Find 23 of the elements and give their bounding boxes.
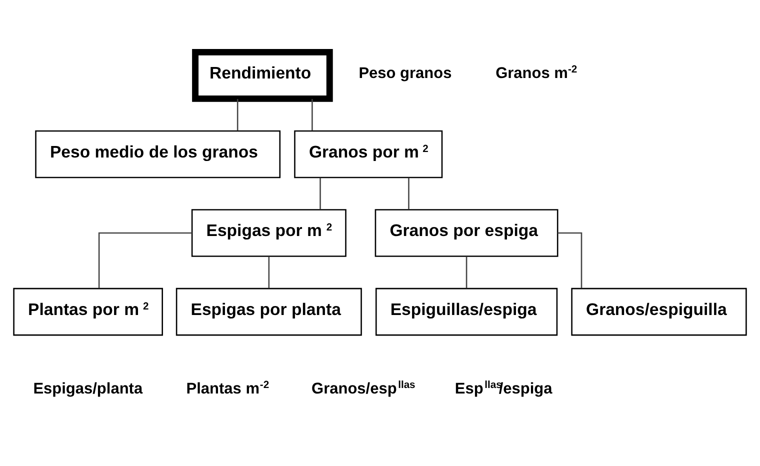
node-box: Peso medio de los granos bbox=[35, 130, 281, 178]
label: Esp$^{llas}$/espiga bbox=[454, 380, 552, 398]
node-box: Granos por espiga bbox=[374, 209, 558, 257]
label: Peso granos bbox=[358, 65, 452, 82]
label: Granos/esp$^{llas}$ bbox=[312, 380, 416, 398]
label: Plantas m$^{-2}$ bbox=[186, 380, 270, 398]
connector bbox=[312, 99, 313, 131]
node-box: Espiguillas/espiga bbox=[375, 288, 558, 336]
node-box: Plantas por m$^{2}$ bbox=[13, 288, 163, 336]
connector bbox=[320, 178, 321, 210]
connector bbox=[236, 99, 238, 131]
connector bbox=[408, 178, 410, 210]
node-box: Granos/espiguilla bbox=[571, 288, 747, 336]
node-box: Rendimiento bbox=[192, 48, 333, 102]
node-box: Espigas por planta bbox=[176, 288, 362, 336]
connector bbox=[268, 256, 270, 288]
label: Espigas/planta bbox=[33, 380, 143, 398]
node-box: Espigas por m$^{2}$ bbox=[191, 209, 346, 257]
connector bbox=[558, 232, 582, 288]
connector bbox=[98, 232, 192, 288]
label: Granos m$^{-2}$ bbox=[496, 64, 578, 82]
connector bbox=[466, 256, 468, 288]
node-box: Granos por m$^{2}$ bbox=[294, 130, 443, 178]
